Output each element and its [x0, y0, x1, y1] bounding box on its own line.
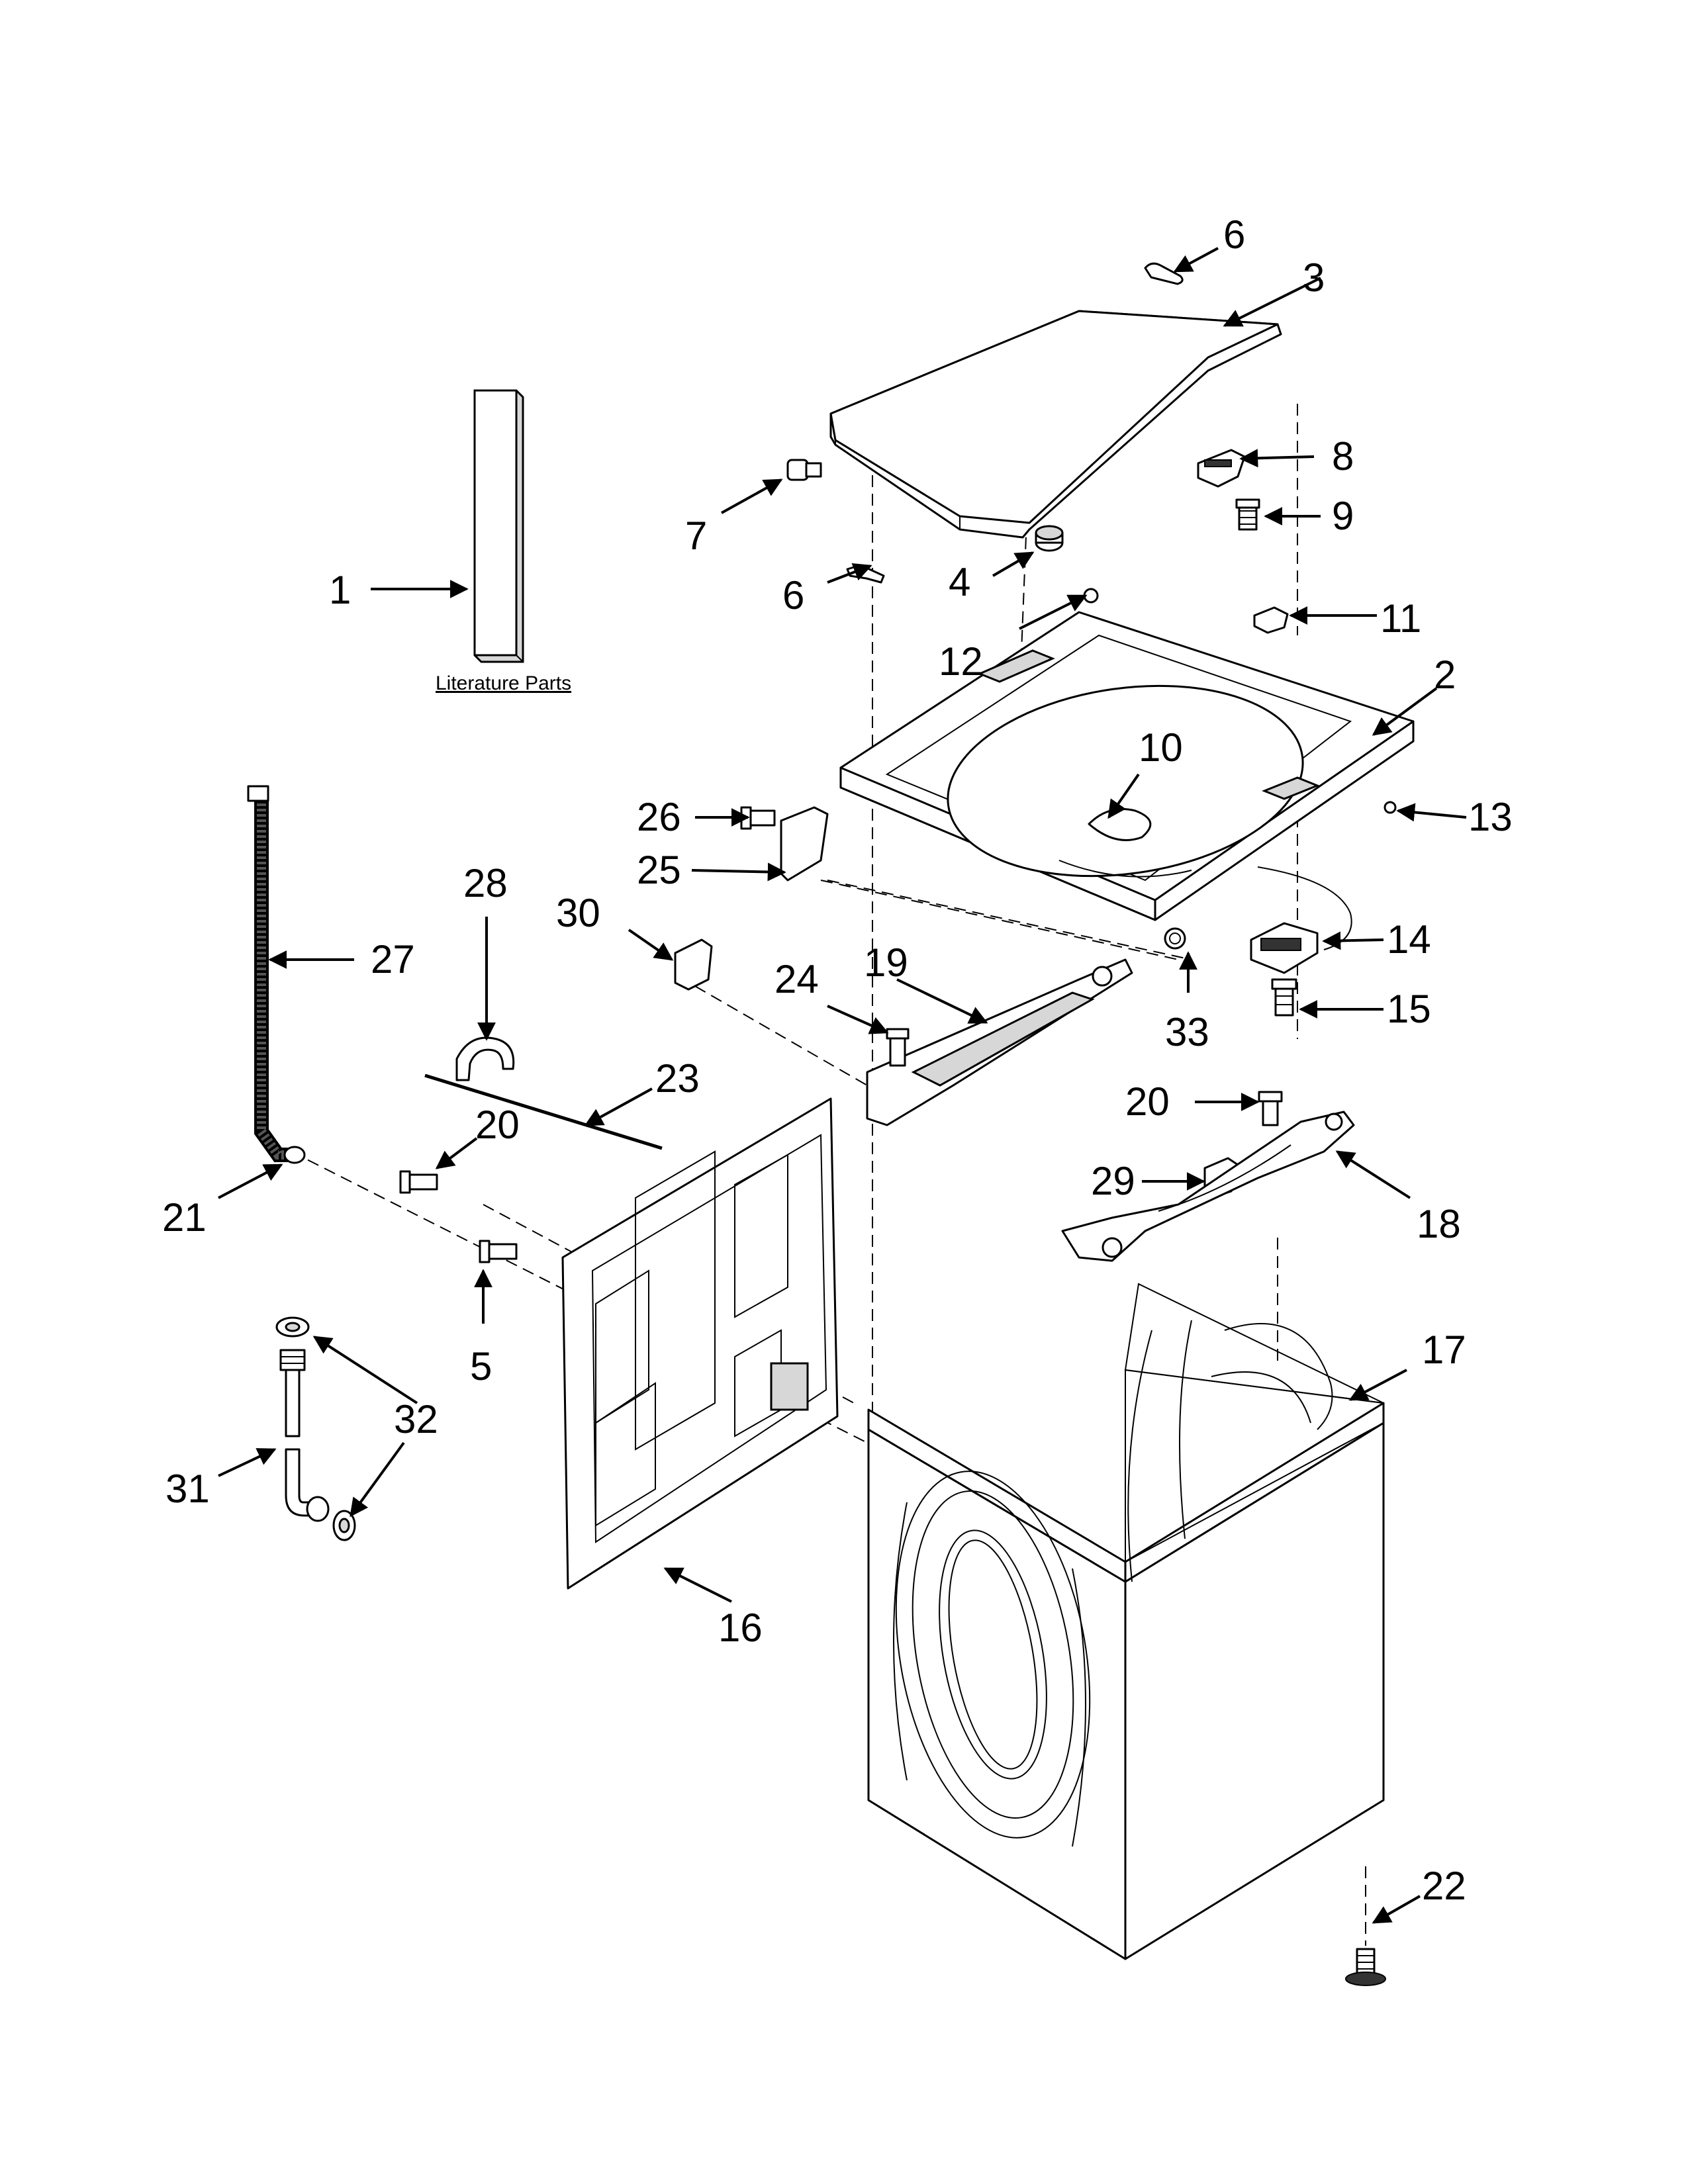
callout-17: 17 [1422, 1328, 1466, 1372]
callout-10: 10 [1139, 725, 1183, 770]
hose-clamp-21 [283, 1146, 306, 1164]
screw-24 [886, 1028, 910, 1067]
callout-13: 13 [1468, 795, 1513, 839]
callout-19: 19 [864, 940, 908, 985]
callout-27: 27 [371, 937, 415, 981]
callout-23: 23 [655, 1056, 700, 1101]
callout-26: 26 [637, 795, 681, 839]
lid-screw-13 [1383, 801, 1397, 814]
rod [424, 1073, 663, 1150]
leveling-foot [1345, 1948, 1386, 1986]
literature-parts-label: Literature Parts [436, 672, 571, 694]
callout-8: 8 [1332, 434, 1354, 478]
callout-11: 11 [1380, 596, 1421, 641]
callout-4: 4 [949, 560, 970, 604]
bracket-25 [780, 806, 829, 882]
callout-28: 28 [463, 861, 508, 905]
switch-screw [1235, 498, 1260, 531]
lid [829, 310, 1282, 539]
callout-2: 2 [1434, 653, 1456, 697]
callout-12: 12 [939, 639, 983, 684]
screw-20-left [399, 1170, 438, 1194]
hinge-pin [786, 459, 822, 481]
callout-24: 24 [774, 957, 819, 1001]
washer-bottom [332, 1510, 356, 1541]
rear-brace [1061, 1111, 1355, 1262]
callout-29: 29 [1091, 1159, 1135, 1203]
callout-30: 30 [556, 891, 600, 935]
callout-22: 22 [1422, 1864, 1466, 1908]
switch-harness [1250, 866, 1352, 974]
callout-21: 21 [162, 1195, 207, 1240]
callout-6-top: 6 [1223, 212, 1245, 257]
callout-15: 15 [1387, 987, 1431, 1031]
plug-33 [1164, 927, 1186, 950]
bracket-30 [674, 938, 713, 991]
harness-screw [1271, 978, 1297, 1017]
screw-20-right [1258, 1091, 1283, 1126]
lid-bumper [1035, 525, 1064, 552]
callout-20-left: 20 [475, 1103, 520, 1147]
callout-7: 7 [685, 514, 707, 558]
lid-switch [1197, 449, 1246, 488]
callout-32: 32 [394, 1397, 438, 1441]
back-panel [561, 1097, 839, 1590]
callout-9: 9 [1332, 494, 1354, 538]
fill-port [1253, 606, 1289, 634]
callout-5: 5 [470, 1344, 492, 1388]
screw-5 [479, 1240, 518, 1263]
callout-25: 25 [637, 848, 681, 892]
callout-33: 33 [1165, 1010, 1209, 1054]
lid-hinge-top [1144, 262, 1184, 285]
hose-guide [455, 1036, 515, 1081]
callout-1: 1 [329, 568, 351, 612]
cabinet [867, 1283, 1385, 1960]
inlet-hose [279, 1349, 330, 1522]
callout-16: 16 [718, 1606, 763, 1650]
callout-14: 14 [1387, 917, 1431, 962]
leader-arrows [218, 247, 1467, 1924]
washer-top [275, 1316, 310, 1338]
callout-labels: 1 2 3 4 5 6 6 7 8 9 10 11 12 13 14 15 16… [162, 212, 1513, 1908]
callout-3: 3 [1303, 255, 1325, 300]
callout-18: 18 [1417, 1202, 1461, 1246]
literature-booklet [473, 389, 524, 663]
top-panel [839, 611, 1415, 921]
drain-hose [247, 785, 288, 1162]
front-brace [866, 958, 1133, 1126]
callout-31: 31 [165, 1467, 210, 1511]
callout-6-bottom: 6 [782, 573, 804, 617]
top-clip [1083, 588, 1099, 604]
callout-20-right: 20 [1125, 1079, 1170, 1124]
